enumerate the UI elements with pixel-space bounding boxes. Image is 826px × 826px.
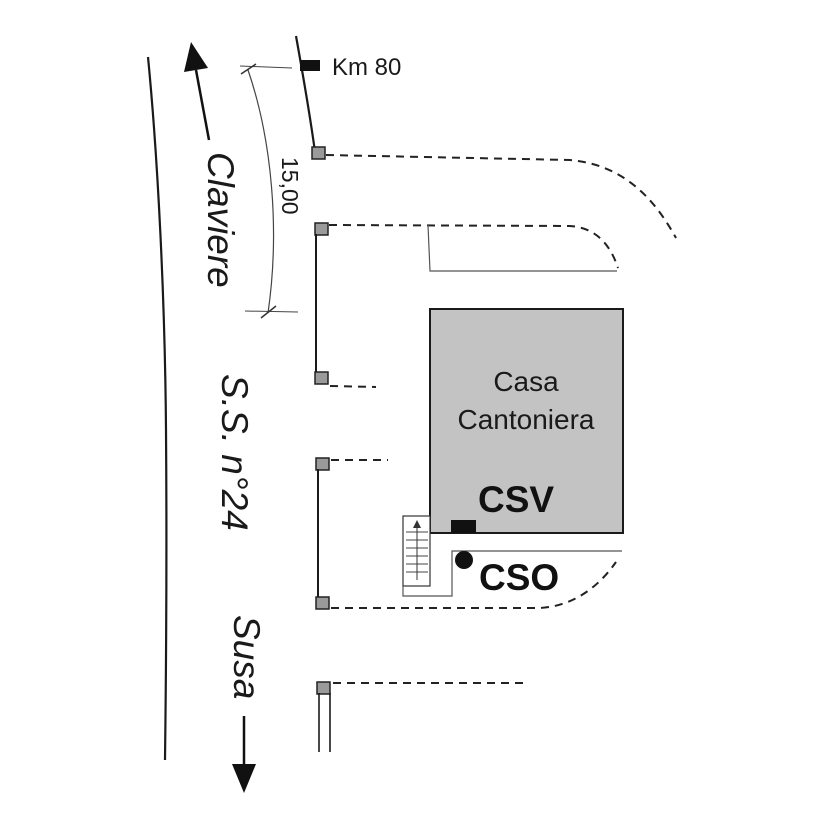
- dimension-tick-top: [239, 65, 293, 69]
- fence-post: [314, 222, 329, 236]
- stair-arrow-head: [413, 520, 421, 528]
- arrow-south-head: [232, 764, 256, 793]
- dimension-slash-top: [240, 63, 257, 75]
- arrow-north-head: [184, 42, 208, 72]
- station-cso-label: CSO: [479, 557, 559, 598]
- road-name-label: S.S. n°24: [214, 374, 255, 531]
- access-dashed-lower-bottom: [331, 561, 617, 609]
- building-casa-cantoniera: [429, 308, 624, 534]
- km-marker-label: Km 80: [332, 54, 401, 81]
- access-dashed-upper-outer: [325, 154, 677, 239]
- fence-post: [316, 681, 331, 695]
- parking-outline: [427, 224, 617, 272]
- dimension-arc: [247, 69, 275, 314]
- fence-post: [314, 371, 329, 385]
- dimension-label: 15,00: [277, 157, 303, 215]
- station-csv-label: CSV: [478, 479, 554, 520]
- station-cso-marker: [455, 551, 473, 569]
- dimension-slash-bottom: [260, 305, 277, 319]
- arrow-north-shaft: [194, 69, 211, 141]
- stair-landing: [402, 550, 622, 597]
- fence-post: [311, 146, 326, 160]
- direction-south-label: Susa: [226, 615, 267, 699]
- access-dashed-upper-inner: [328, 224, 619, 269]
- dimension-tick-bottom: [244, 310, 299, 313]
- fence-post: [315, 596, 330, 610]
- fence-post: [315, 457, 330, 471]
- direction-north-label: Claviere: [200, 152, 241, 288]
- building-label-line1: Casa: [493, 366, 559, 397]
- station-csv-marker: [451, 520, 476, 533]
- building-label-line2: Cantoniera: [458, 404, 595, 435]
- road-edge-east: [294, 35, 317, 153]
- km-marker: [300, 60, 320, 71]
- road-edge-west: [146, 56, 168, 761]
- access-dashed-middle: [329, 385, 377, 388]
